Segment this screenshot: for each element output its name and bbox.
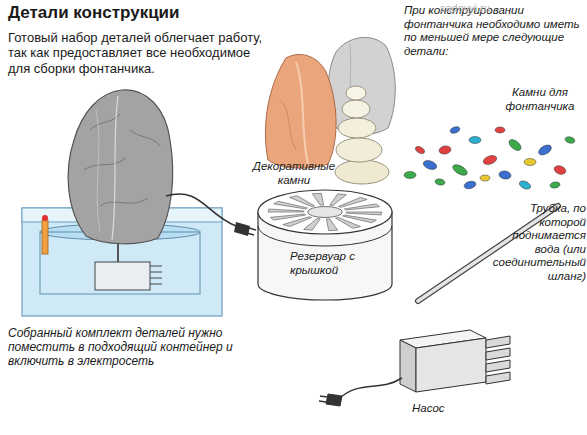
part-name: Резервуар с крышкой <box>290 250 374 277</box>
part-name: Камни для фонтанчика <box>496 86 584 113</box>
part-name: Трубка, по которой поднимается вода (или… <box>488 202 586 283</box>
reservoir-node: Резервуар с крышкой <box>254 184 396 302</box>
orange-stone <box>265 54 336 168</box>
pump <box>319 330 510 406</box>
pump-inside <box>95 262 150 290</box>
reservoir-outline <box>254 184 396 302</box>
fountain-assembly <box>22 90 256 316</box>
parts-note: При конструировании фонтанчика необходим… <box>404 4 587 58</box>
part-name: Насос <box>412 402 472 416</box>
intro-text: Готовый набор деталей облегчает работу, … <box>8 30 276 76</box>
watermark: sadovyi.ru <box>440 2 540 15</box>
lid-top <box>258 190 392 234</box>
power-cord <box>166 194 236 226</box>
title: Детали конструкции <box>8 3 180 23</box>
part-name: Декоративные камни <box>250 160 338 187</box>
fountain-pebbles <box>404 125 576 190</box>
power-plug <box>234 222 250 236</box>
pebble-stack <box>335 160 389 184</box>
indicator-rod <box>42 220 48 254</box>
assembly-note: Собранный комплект деталей нужно помести… <box>8 326 244 368</box>
fountain-rock <box>68 90 173 244</box>
lid-slots <box>268 193 382 230</box>
indicator-tip <box>42 215 48 221</box>
